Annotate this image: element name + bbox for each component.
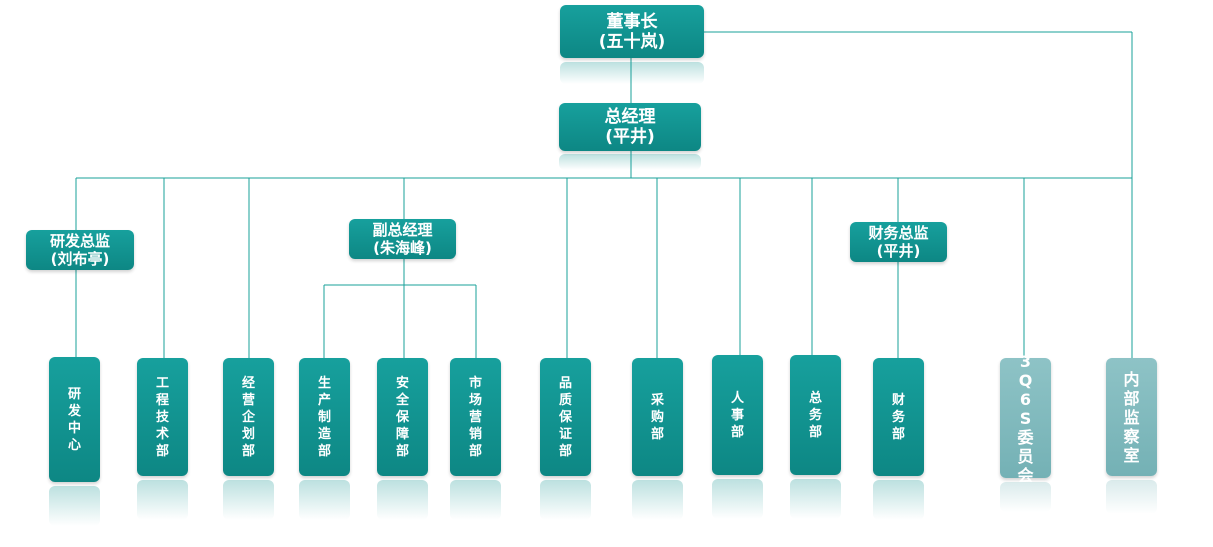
dept-reflection bbox=[450, 480, 501, 520]
finance-director-name: (平井) bbox=[876, 242, 921, 260]
dept-box-rd-center: 研发中心 bbox=[49, 357, 100, 482]
dept-reflection bbox=[873, 480, 924, 520]
dept-reflection bbox=[1106, 480, 1157, 514]
vice-general-manager-box: 副总经理 (朱海峰) bbox=[349, 219, 456, 259]
dept-label: 工程技术部 bbox=[155, 375, 169, 459]
dept-reflection bbox=[632, 480, 683, 520]
dept-reflection bbox=[137, 480, 188, 520]
dept-label: 研发中心 bbox=[67, 386, 81, 453]
general-manager-title: 总经理 bbox=[604, 107, 656, 127]
dept-box-general-affairs: 总务部 bbox=[790, 355, 841, 475]
dept-box-engineering: 工程技术部 bbox=[137, 358, 188, 476]
dept-box-quality: 品质保证部 bbox=[540, 358, 591, 476]
dept-label: 人事部 bbox=[730, 390, 744, 440]
dept-label: 品质保证部 bbox=[558, 375, 572, 459]
chairman-name: (五十岚) bbox=[598, 31, 666, 52]
dept-box-marketing: 市场营销部 bbox=[450, 358, 501, 476]
rd-director-box: 研发总监 (刘布亭) bbox=[26, 230, 134, 270]
dept-box-finance: 财务部 bbox=[873, 358, 924, 476]
dept-label: 内部监察室 bbox=[1123, 369, 1140, 465]
vice-general-manager-name: (朱海峰) bbox=[373, 239, 432, 257]
finance-director-box: 财务总监 (平井) bbox=[850, 222, 947, 262]
dept-reflection bbox=[540, 480, 591, 520]
chairman-box: 董事长 (五十岚) bbox=[560, 5, 704, 58]
dept-box-purchasing: 采购部 bbox=[632, 358, 683, 476]
dept-box-internal-audit: 内部监察室 bbox=[1106, 358, 1157, 476]
dept-box-personnel: 人事部 bbox=[712, 355, 763, 475]
finance-director-title: 财务总监 bbox=[868, 224, 929, 242]
dept-box-safety: 安全保障部 bbox=[377, 358, 428, 476]
general-manager-box: 总经理 (平井) bbox=[559, 103, 701, 151]
dept-label: 总务部 bbox=[808, 390, 822, 440]
dept-label: 3Q6S委员会 bbox=[1017, 351, 1034, 485]
dept-label: 生产制造部 bbox=[317, 375, 331, 459]
general-manager-name: (平井) bbox=[605, 127, 655, 147]
dept-box-3q6s-committee: 3Q6S委员会 bbox=[1000, 352, 1051, 485]
dept-box-production: 生产制造部 bbox=[299, 358, 350, 476]
dept-reflection bbox=[299, 480, 350, 520]
rd-director-name: (刘布亭) bbox=[50, 250, 110, 268]
dept-label: 安全保障部 bbox=[395, 375, 409, 459]
dept-box-business-planning: 经营企划部 bbox=[223, 358, 274, 476]
dept-label: 财务部 bbox=[891, 392, 905, 442]
dept-reflection bbox=[790, 479, 841, 519]
dept-reflection bbox=[377, 480, 428, 520]
dept-reflection bbox=[223, 480, 274, 520]
vice-general-manager-title: 副总经理 bbox=[372, 221, 433, 239]
general-manager-reflection bbox=[559, 154, 701, 170]
dept-label: 采购部 bbox=[650, 392, 664, 442]
dept-label: 市场营销部 bbox=[468, 375, 482, 459]
chairman-title: 董事长 bbox=[606, 11, 658, 32]
dept-reflection bbox=[712, 479, 763, 519]
dept-label: 经营企划部 bbox=[241, 375, 255, 459]
dept-reflection bbox=[49, 486, 100, 526]
dept-reflection bbox=[1000, 482, 1051, 512]
chairman-reflection bbox=[560, 62, 704, 84]
rd-director-title: 研发总监 bbox=[49, 232, 110, 250]
